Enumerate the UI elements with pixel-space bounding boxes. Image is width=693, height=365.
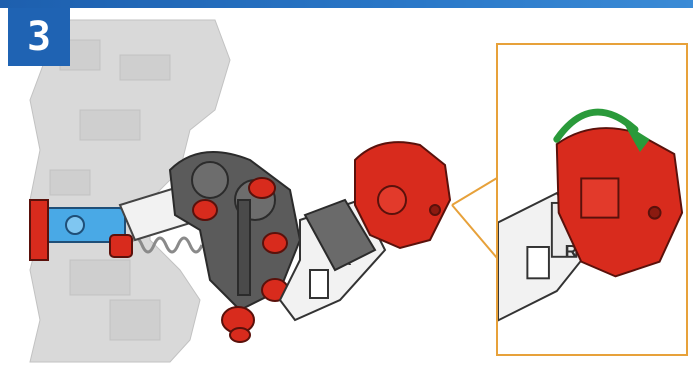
step-number-badge: 3 — [8, 8, 70, 66]
detail-callout: R — [496, 43, 688, 356]
red-hand-part — [355, 142, 450, 248]
callout-leader-lines — [452, 178, 497, 258]
callout-detail-illustration: R — [498, 45, 686, 354]
red-connector — [110, 235, 132, 257]
step-number: 3 — [27, 17, 51, 57]
